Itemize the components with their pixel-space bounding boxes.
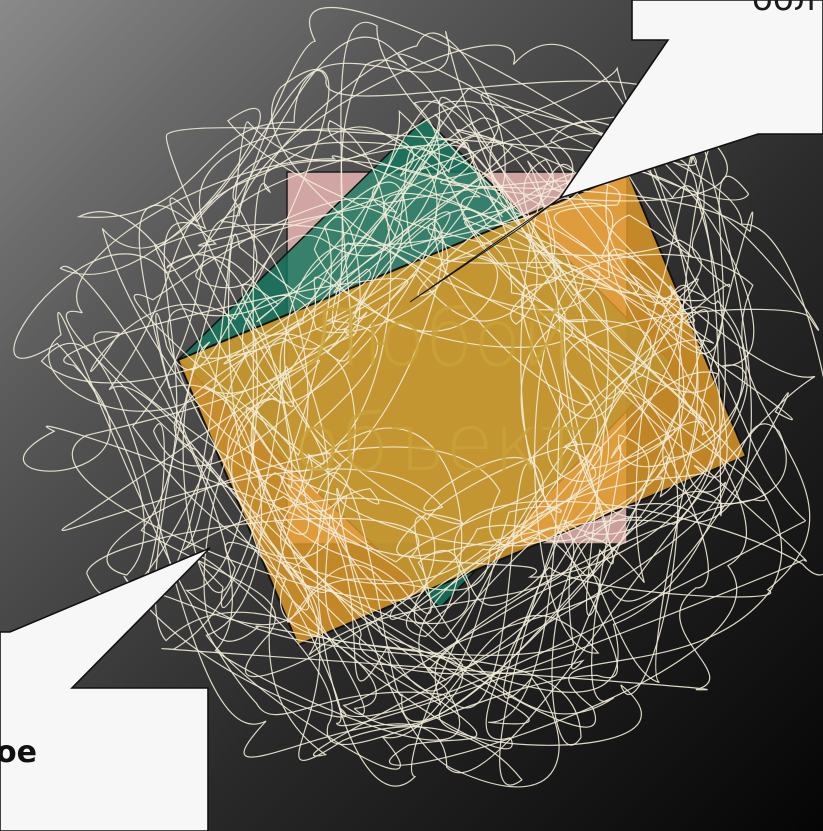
center-label-line1: Любой: [304, 294, 573, 384]
callout-top-text: обл: [752, 0, 816, 19]
callout-top-shape: [560, 0, 823, 198]
center-label-line2: объект: [293, 399, 582, 489]
callout-bottom-text: ое: [0, 735, 37, 770]
